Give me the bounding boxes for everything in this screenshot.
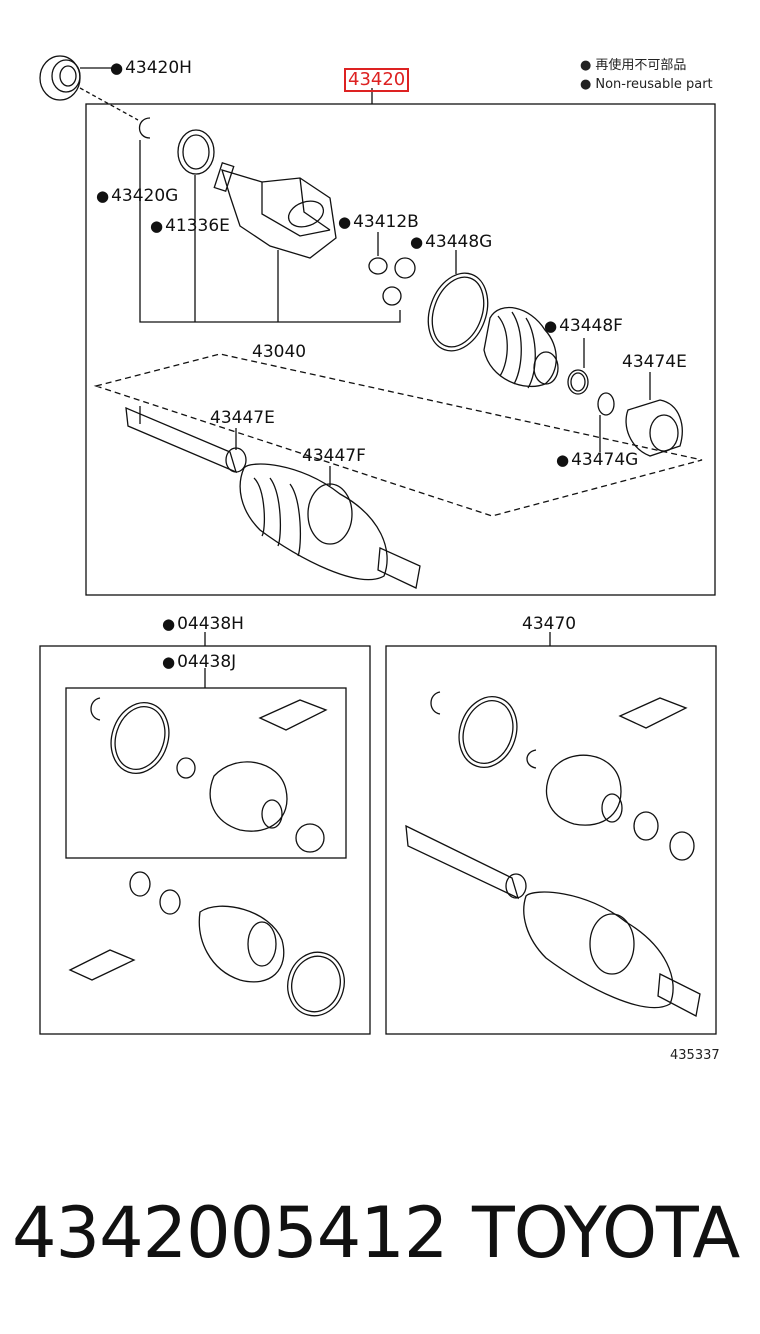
label-43420H: 43420H (110, 58, 192, 78)
main-part-label: 43420 (344, 68, 410, 92)
label-43470: 43470 (522, 614, 577, 634)
legend: 再使用不可部品 Non-reusable part (580, 56, 713, 94)
footer-brand: TOYOTA (472, 1192, 740, 1274)
parts-diagram (39, 55, 717, 1035)
main-frame (85, 103, 716, 596)
kit-frame-right (385, 645, 717, 1035)
legend-en: Non-reusable part (580, 75, 712, 94)
snap-ring-drawing (138, 117, 151, 139)
label-41336E: 41336E (150, 216, 230, 236)
label-43474E: 43474E (622, 352, 687, 372)
label-43474G: 43474G (556, 450, 638, 470)
kit-frame-left (39, 645, 371, 1035)
drive-shaft-drawing (125, 406, 421, 589)
label-43448G: 43448G (410, 232, 492, 252)
joint-housing-drawing (213, 161, 337, 259)
label-04438H: 04438H (162, 614, 244, 634)
label-43412B: 43412B (338, 212, 419, 232)
reference-number: 435337 (670, 1048, 720, 1063)
ring-drawing (177, 129, 215, 175)
label-43448F: 43448F (544, 316, 623, 336)
label-43447E: 43447E (210, 408, 275, 428)
label-04438J: 04438J (162, 652, 236, 672)
footer: 4342005412 TOYOTA (0, 1188, 760, 1288)
label-43447F: 43447F (302, 446, 366, 466)
footer-part-number: 4342005412 (12, 1192, 448, 1274)
clamp-large-drawing (427, 272, 489, 352)
boot-drawing (483, 307, 559, 389)
label-43420G: 43420G (96, 186, 178, 206)
legend-jp: 再使用不可部品 (580, 56, 713, 75)
damper-drawing (625, 372, 683, 457)
oil-seal-drawing (39, 55, 112, 101)
label-43040: 43040 (252, 342, 307, 362)
